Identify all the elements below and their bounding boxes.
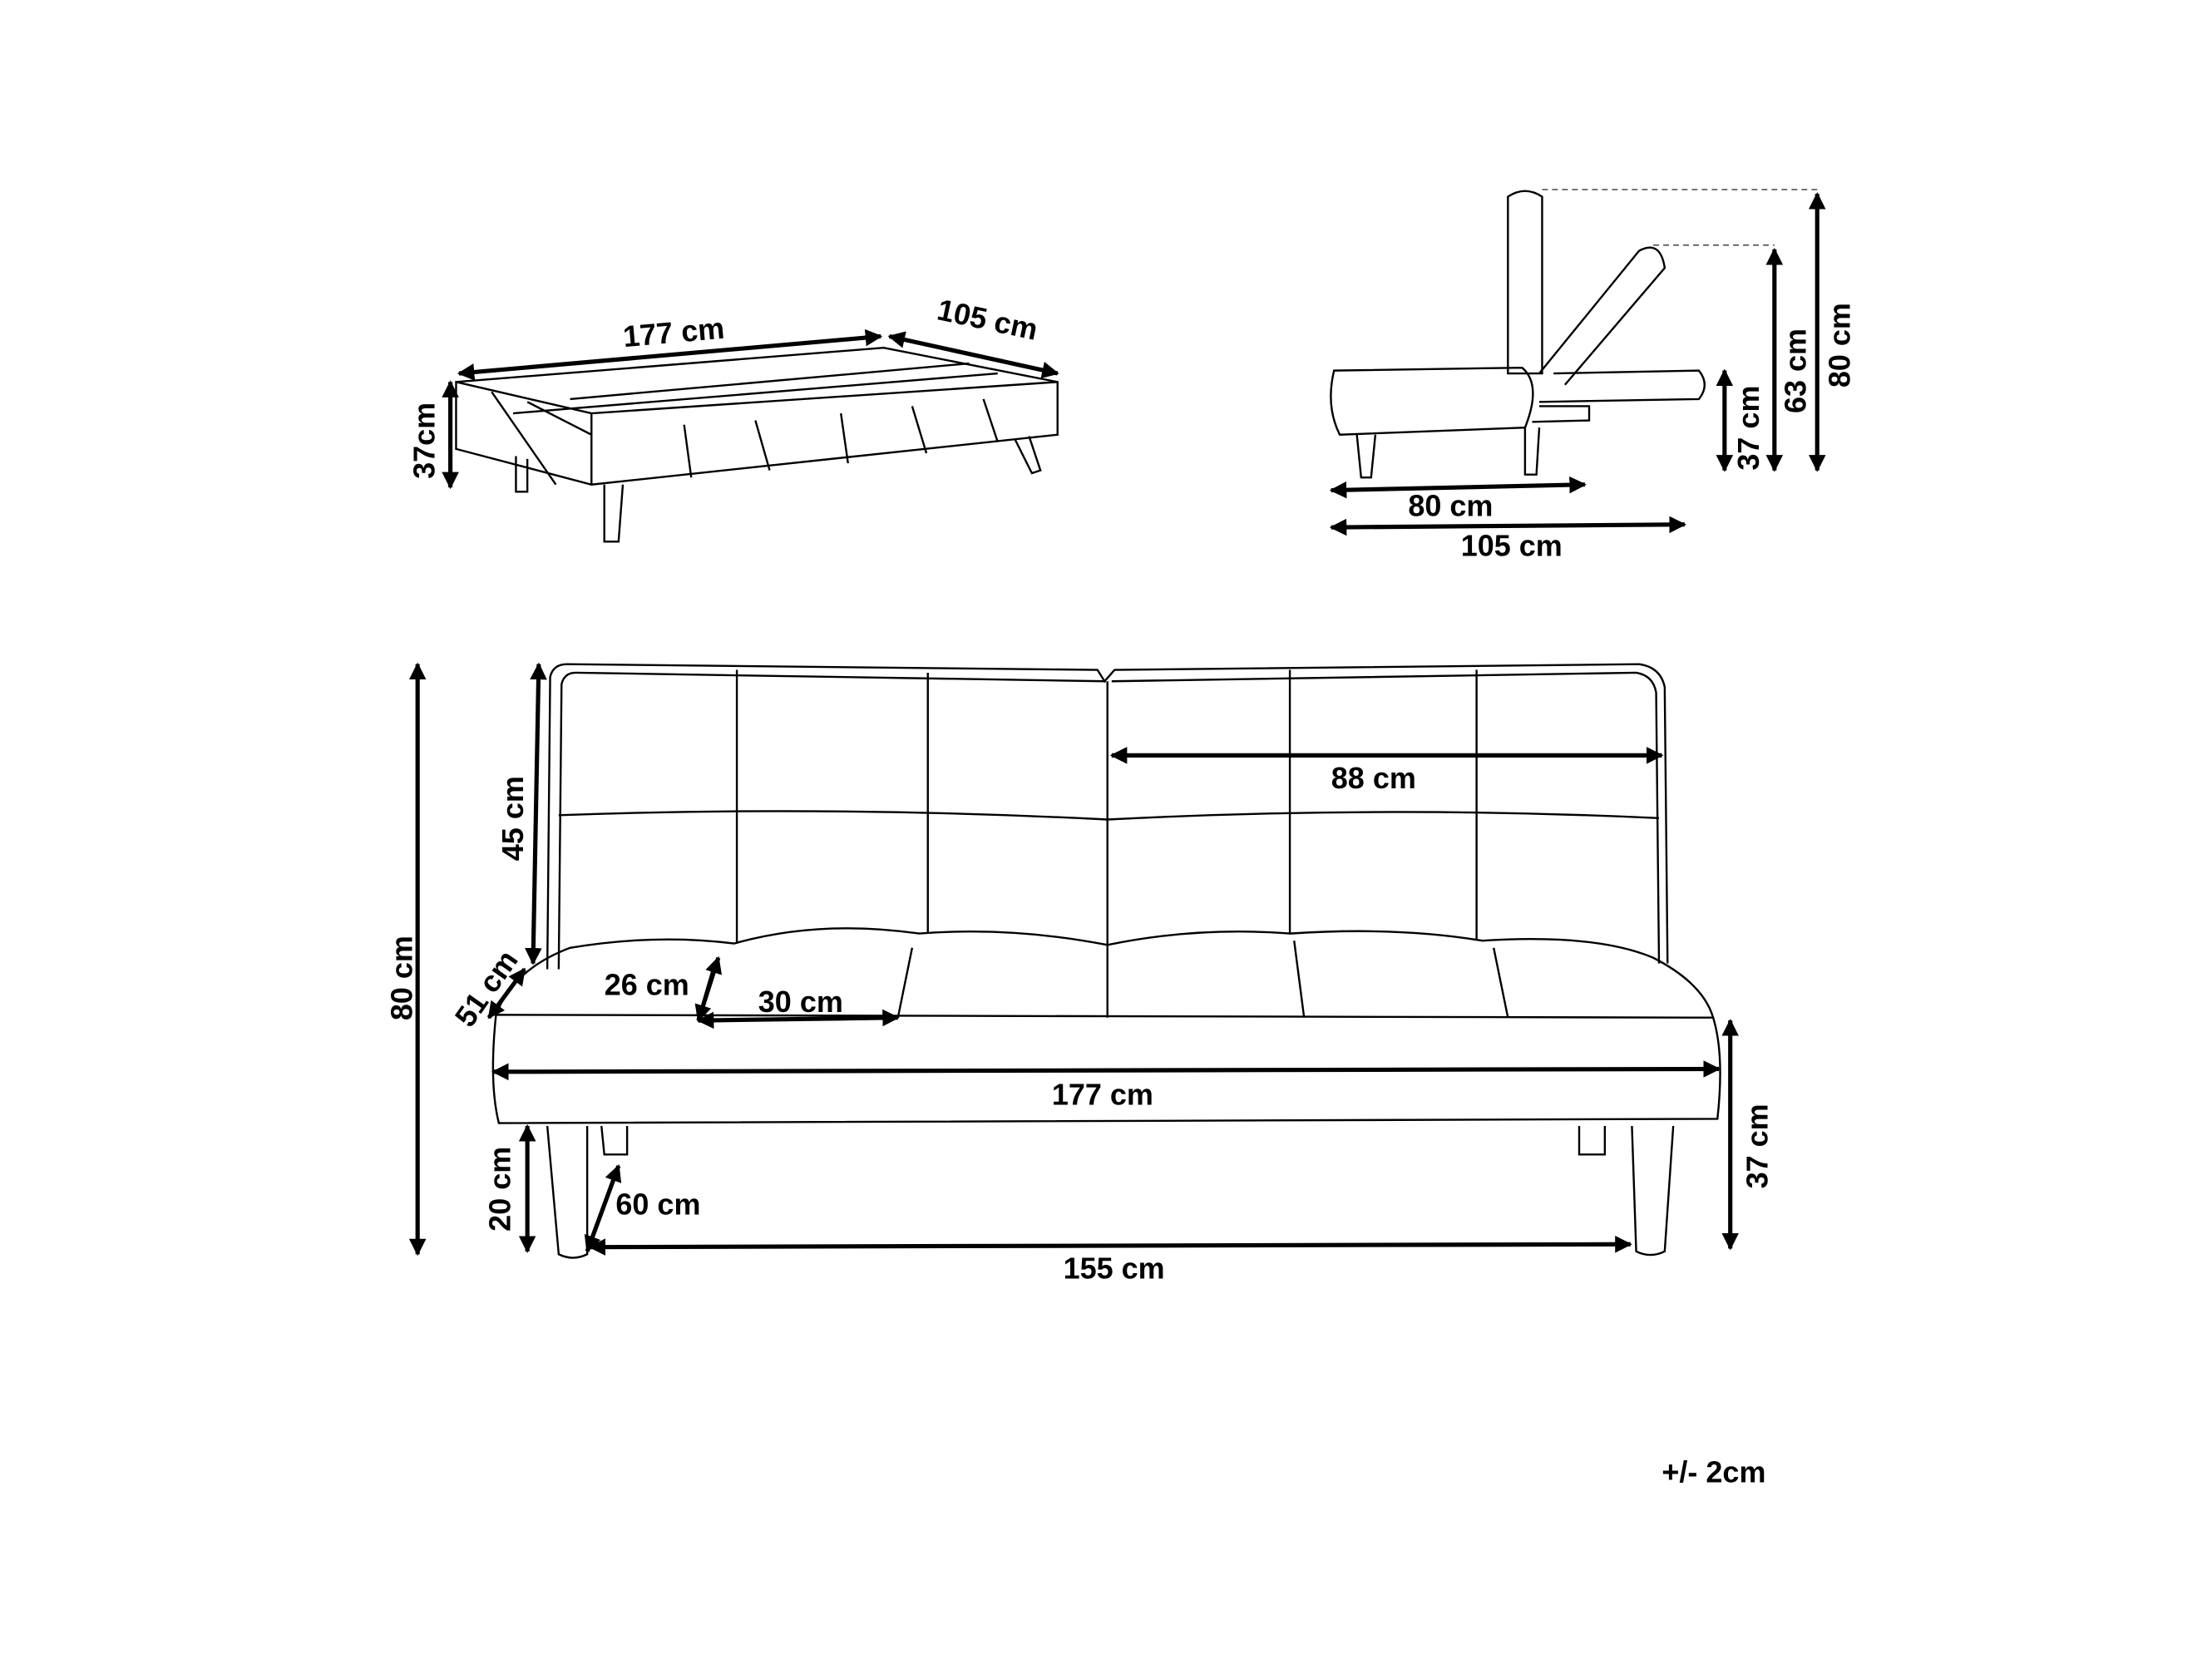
backrest-width-label: 88 cm: [1331, 761, 1416, 795]
cushion-height-label: 26 cm: [605, 967, 689, 1001]
flat-height-label: 37cm: [407, 402, 442, 479]
flat-bed-view: 177 cm 105 cm 37cm: [407, 292, 1059, 543]
front-view: 88 cm 45 cm 80 cm 51 cm 26 cm 30 cm 177 …: [384, 662, 1774, 1285]
side-view: 80 cm 105 cm 37 cm 63 cm 80 cm: [1329, 189, 1857, 562]
backrest-height-label: 45 cm: [496, 776, 530, 861]
side-seat-depth-label: 80 cm: [1408, 488, 1493, 522]
leg-span-label: 155 cm: [1064, 1251, 1165, 1285]
front-seat-height-label: 37 cm: [1740, 1104, 1774, 1188]
cushion-width-label: 30 cm: [758, 985, 843, 1019]
flat-depth-label: 105 cm: [935, 292, 1041, 346]
flat-length-label: 177 cm: [622, 311, 726, 353]
tolerance-note: +/- 2cm: [1661, 1454, 1765, 1489]
side-seat-height-label: 37 cm: [1731, 386, 1765, 471]
side-total-height-label: 80 cm: [1823, 303, 1857, 388]
front-total-width-label: 177 cm: [1052, 1077, 1153, 1111]
side-reclined-height-label: 63 cm: [1779, 328, 1813, 413]
leg-depth-label: 60 cm: [615, 1187, 700, 1221]
front-total-height-label: 80 cm: [384, 936, 418, 1020]
side-bed-depth-label: 105 cm: [1461, 528, 1563, 562]
leg-height-label: 20 cm: [483, 1147, 517, 1232]
